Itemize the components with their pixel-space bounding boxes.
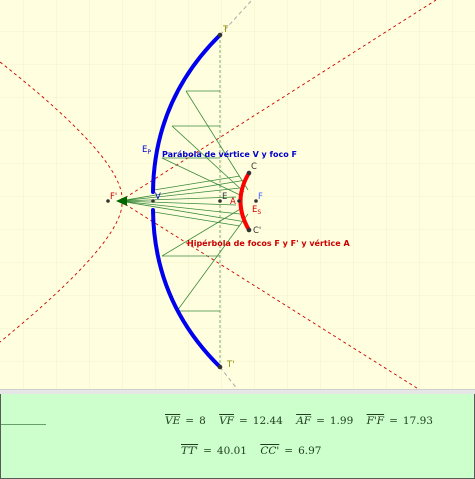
grid bbox=[0, 0, 475, 390]
segment-VF-name: VF bbox=[219, 415, 234, 427]
label-C-prime: C' bbox=[253, 226, 261, 236]
measurement-row-2: TT' = 40.01 CC' = 6.97 bbox=[181, 445, 331, 457]
slider-track[interactable] bbox=[1, 424, 46, 425]
segment-TTp-name: TT' bbox=[181, 445, 199, 457]
equals-sign: = bbox=[284, 445, 294, 457]
point-V[interactable] bbox=[151, 199, 155, 203]
segment-AF-name: AF bbox=[296, 415, 312, 427]
point-F[interactable] bbox=[254, 199, 258, 203]
equals-sign: = bbox=[316, 415, 325, 427]
equals-sign: = bbox=[203, 445, 212, 457]
direction-arrow bbox=[116, 196, 127, 206]
vertical-axis-dashed-bottom bbox=[219, 366, 239, 390]
segment-AF-value: 1.99 bbox=[329, 415, 354, 427]
equals-sign: = bbox=[185, 415, 195, 427]
equals-sign: = bbox=[238, 415, 248, 427]
point-T-prime[interactable] bbox=[217, 364, 223, 370]
parabola-upper-arc[interactable] bbox=[151, 33, 222, 194]
point-C[interactable] bbox=[246, 170, 252, 176]
construction-lines bbox=[119, 90, 249, 312]
label-V: V bbox=[155, 192, 161, 202]
segment-VE-value: 8 bbox=[199, 415, 206, 427]
caption-hyperbola: Hipérbola de focos F y F' y vértice A bbox=[187, 238, 350, 248]
caption-parabola: Parábola de vértice V y foco F bbox=[162, 149, 297, 159]
point-T[interactable] bbox=[217, 32, 223, 38]
label-F-prime: F' bbox=[110, 192, 117, 202]
label-T: T bbox=[222, 25, 229, 35]
label-Ep: EP bbox=[142, 145, 151, 156]
point-E[interactable] bbox=[218, 199, 222, 203]
segment-FpF-value: 17.93 bbox=[402, 415, 433, 427]
label-A: A bbox=[230, 197, 236, 207]
graphics-view[interactable]: T T' C C' F F' V E A EP ES Parábola de v… bbox=[0, 0, 475, 390]
points[interactable] bbox=[106, 32, 258, 370]
vertical-axis-dashed-top bbox=[219, 0, 253, 36]
parabola-lower-arc[interactable] bbox=[151, 208, 222, 369]
point-C-prime[interactable] bbox=[246, 227, 252, 233]
construction-drawing[interactable]: T T' C C' F F' V E A EP ES Parábola de v… bbox=[0, 0, 475, 390]
segment-VE-name: VE bbox=[165, 415, 181, 427]
label-Es: ES bbox=[252, 205, 261, 216]
asymptote-lower bbox=[119, 200, 421, 390]
point-A[interactable] bbox=[237, 199, 241, 203]
segment-CCp-value: 6.97 bbox=[298, 445, 322, 457]
measurement-row-1: VE = 8 VF = 12.44 AF = 1.99 F'F = 17.93 bbox=[165, 415, 443, 427]
point-F-prime[interactable] bbox=[106, 199, 110, 203]
equals-sign: = bbox=[389, 415, 398, 427]
segment-FpF-name: F'F bbox=[366, 415, 385, 427]
label-F: F bbox=[258, 192, 263, 202]
segment-TTp-value: 40.01 bbox=[216, 445, 247, 457]
label-E: E bbox=[222, 192, 227, 202]
segment-VF-value: 12.44 bbox=[252, 415, 283, 427]
view-divider[interactable] bbox=[0, 389, 475, 394]
segment-CCp-name: CC' bbox=[260, 445, 280, 457]
label-C: C bbox=[251, 162, 257, 172]
asymptote-upper bbox=[119, 0, 437, 202]
measurements-panel: VE = 8 VF = 12.44 AF = 1.99 F'F = 17.93 TT' = 40.0… bbox=[0, 394, 475, 479]
label-T-prime: T' bbox=[226, 360, 235, 370]
